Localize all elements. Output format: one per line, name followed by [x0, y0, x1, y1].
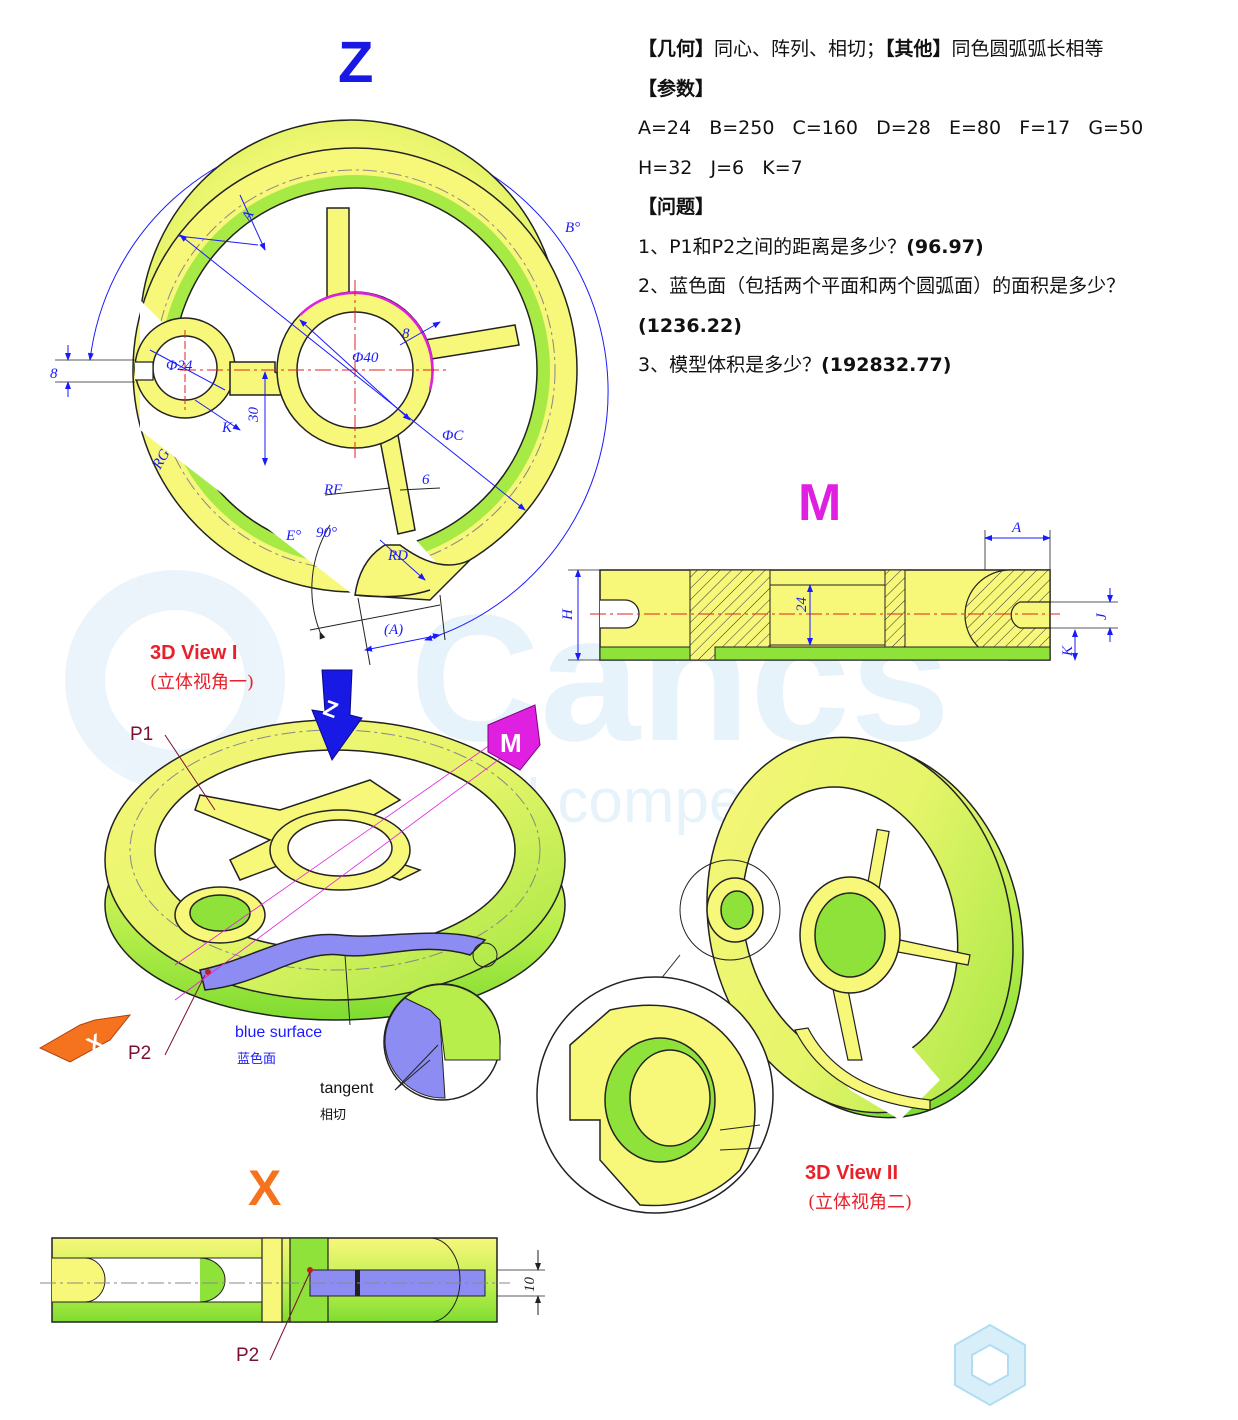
view1-subtitle: (立体视角一) [150, 672, 255, 693]
dim-a-paren: (A) [384, 622, 403, 638]
section-x: 10 [40, 1237, 545, 1361]
dim-6: 6 [422, 472, 430, 488]
view-label-x: X [248, 1160, 281, 1216]
params-tag: 【参数】 [638, 77, 715, 100]
blue-surface-label-cn: 蓝色面 [237, 1052, 277, 1067]
geometry-tag: 【几何】 [638, 38, 715, 60]
question-1-text: 1、P1和P2之间的距离是多少？ [638, 235, 907, 258]
question-3-answer: (192832.77) [821, 354, 952, 376]
m-dim-j: J [1094, 612, 1110, 620]
section-m: A H 24 J K [560, 520, 1118, 661]
questions-tag: 【问题】 [638, 196, 715, 218]
tangent-label: tangent [320, 1080, 374, 1097]
view-label-m: M [798, 474, 841, 532]
point-p1-label: P1 [130, 724, 154, 745]
question-3: 3、模型体积是多少？(192832.77) [638, 346, 1228, 386]
tangent-label-cn: 相切 [320, 1108, 347, 1123]
question-1-answer: (96.97) [906, 235, 984, 258]
dimension-arc-b [87, 131, 609, 641]
m-dim-24: 24 [794, 597, 810, 613]
m-dim-h: H [560, 608, 576, 621]
dim-90: 90° [316, 525, 337, 541]
top-view: A B° Φ24 Φ40 8 8 30 K RG ΦC RF 6 E° 90° … [50, 119, 609, 666]
m-dim-a: A [1011, 520, 1022, 536]
3d-view-1: Z M X [38, 669, 566, 1101]
params-line-2: H=32 J=6 K=7 [638, 156, 803, 179]
geometry-row: 【几何】同心、阵列、相切；【其他】同色圆弧弧长相等 [638, 30, 1228, 70]
other-text: 同色圆弧弧长相等 [951, 38, 1104, 60]
question-2-answer: (1236.22) [638, 314, 742, 337]
other-tag: 【其他】 [885, 38, 952, 60]
question-2-text: 2、蓝色面（包括两个平面和两个圆弧面）的面积是多少？ [638, 275, 1126, 297]
arrow-m-label: M [500, 728, 522, 758]
dim-phi24: Φ24 [166, 358, 193, 374]
dim-b: B° [565, 220, 580, 236]
dim-rd: RD [387, 548, 408, 564]
dim-k: K [221, 420, 233, 436]
point-p2-section-label: P2 [236, 1345, 260, 1366]
dim-8-slot: 8 [50, 366, 58, 382]
m-dim-k: K [1060, 645, 1076, 657]
x-dim-10: 10 [522, 1277, 538, 1293]
dim-30: 30 [246, 407, 262, 424]
info-panel: 【几何】同心、阵列、相切；【其他】同色圆弧弧长相等 【参数】 A=24 B=25… [638, 30, 1228, 386]
view2-subtitle: (立体视角二) [808, 1192, 913, 1213]
dim-rf: RF [323, 482, 343, 498]
dim-phi40: Φ40 [352, 350, 379, 366]
view1-title: 3D View I [150, 642, 238, 664]
blue-surface-label: blue surface [235, 1024, 323, 1041]
view-label-z: Z [338, 30, 373, 95]
question-1: 1、P1和P2之间的距离是多少？(96.97) [638, 228, 1228, 268]
dim-e: E° [285, 528, 301, 544]
view2-title: 3D View II [805, 1162, 899, 1184]
params-line-1: A=24 B=250 C=160 D=28 E=80 F=17 G=50 [638, 117, 1144, 139]
logo-icon [954, 1323, 1026, 1407]
dim-8-hub: 8 [402, 326, 410, 342]
geometry-text: 同心、阵列、相切； [714, 38, 886, 60]
dim-phic: ΦC [442, 428, 464, 444]
question-3-text: 3、模型体积是多少？ [638, 354, 822, 376]
3d-view-2 [536, 736, 1024, 1214]
point-p2-label: P2 [128, 1043, 152, 1064]
